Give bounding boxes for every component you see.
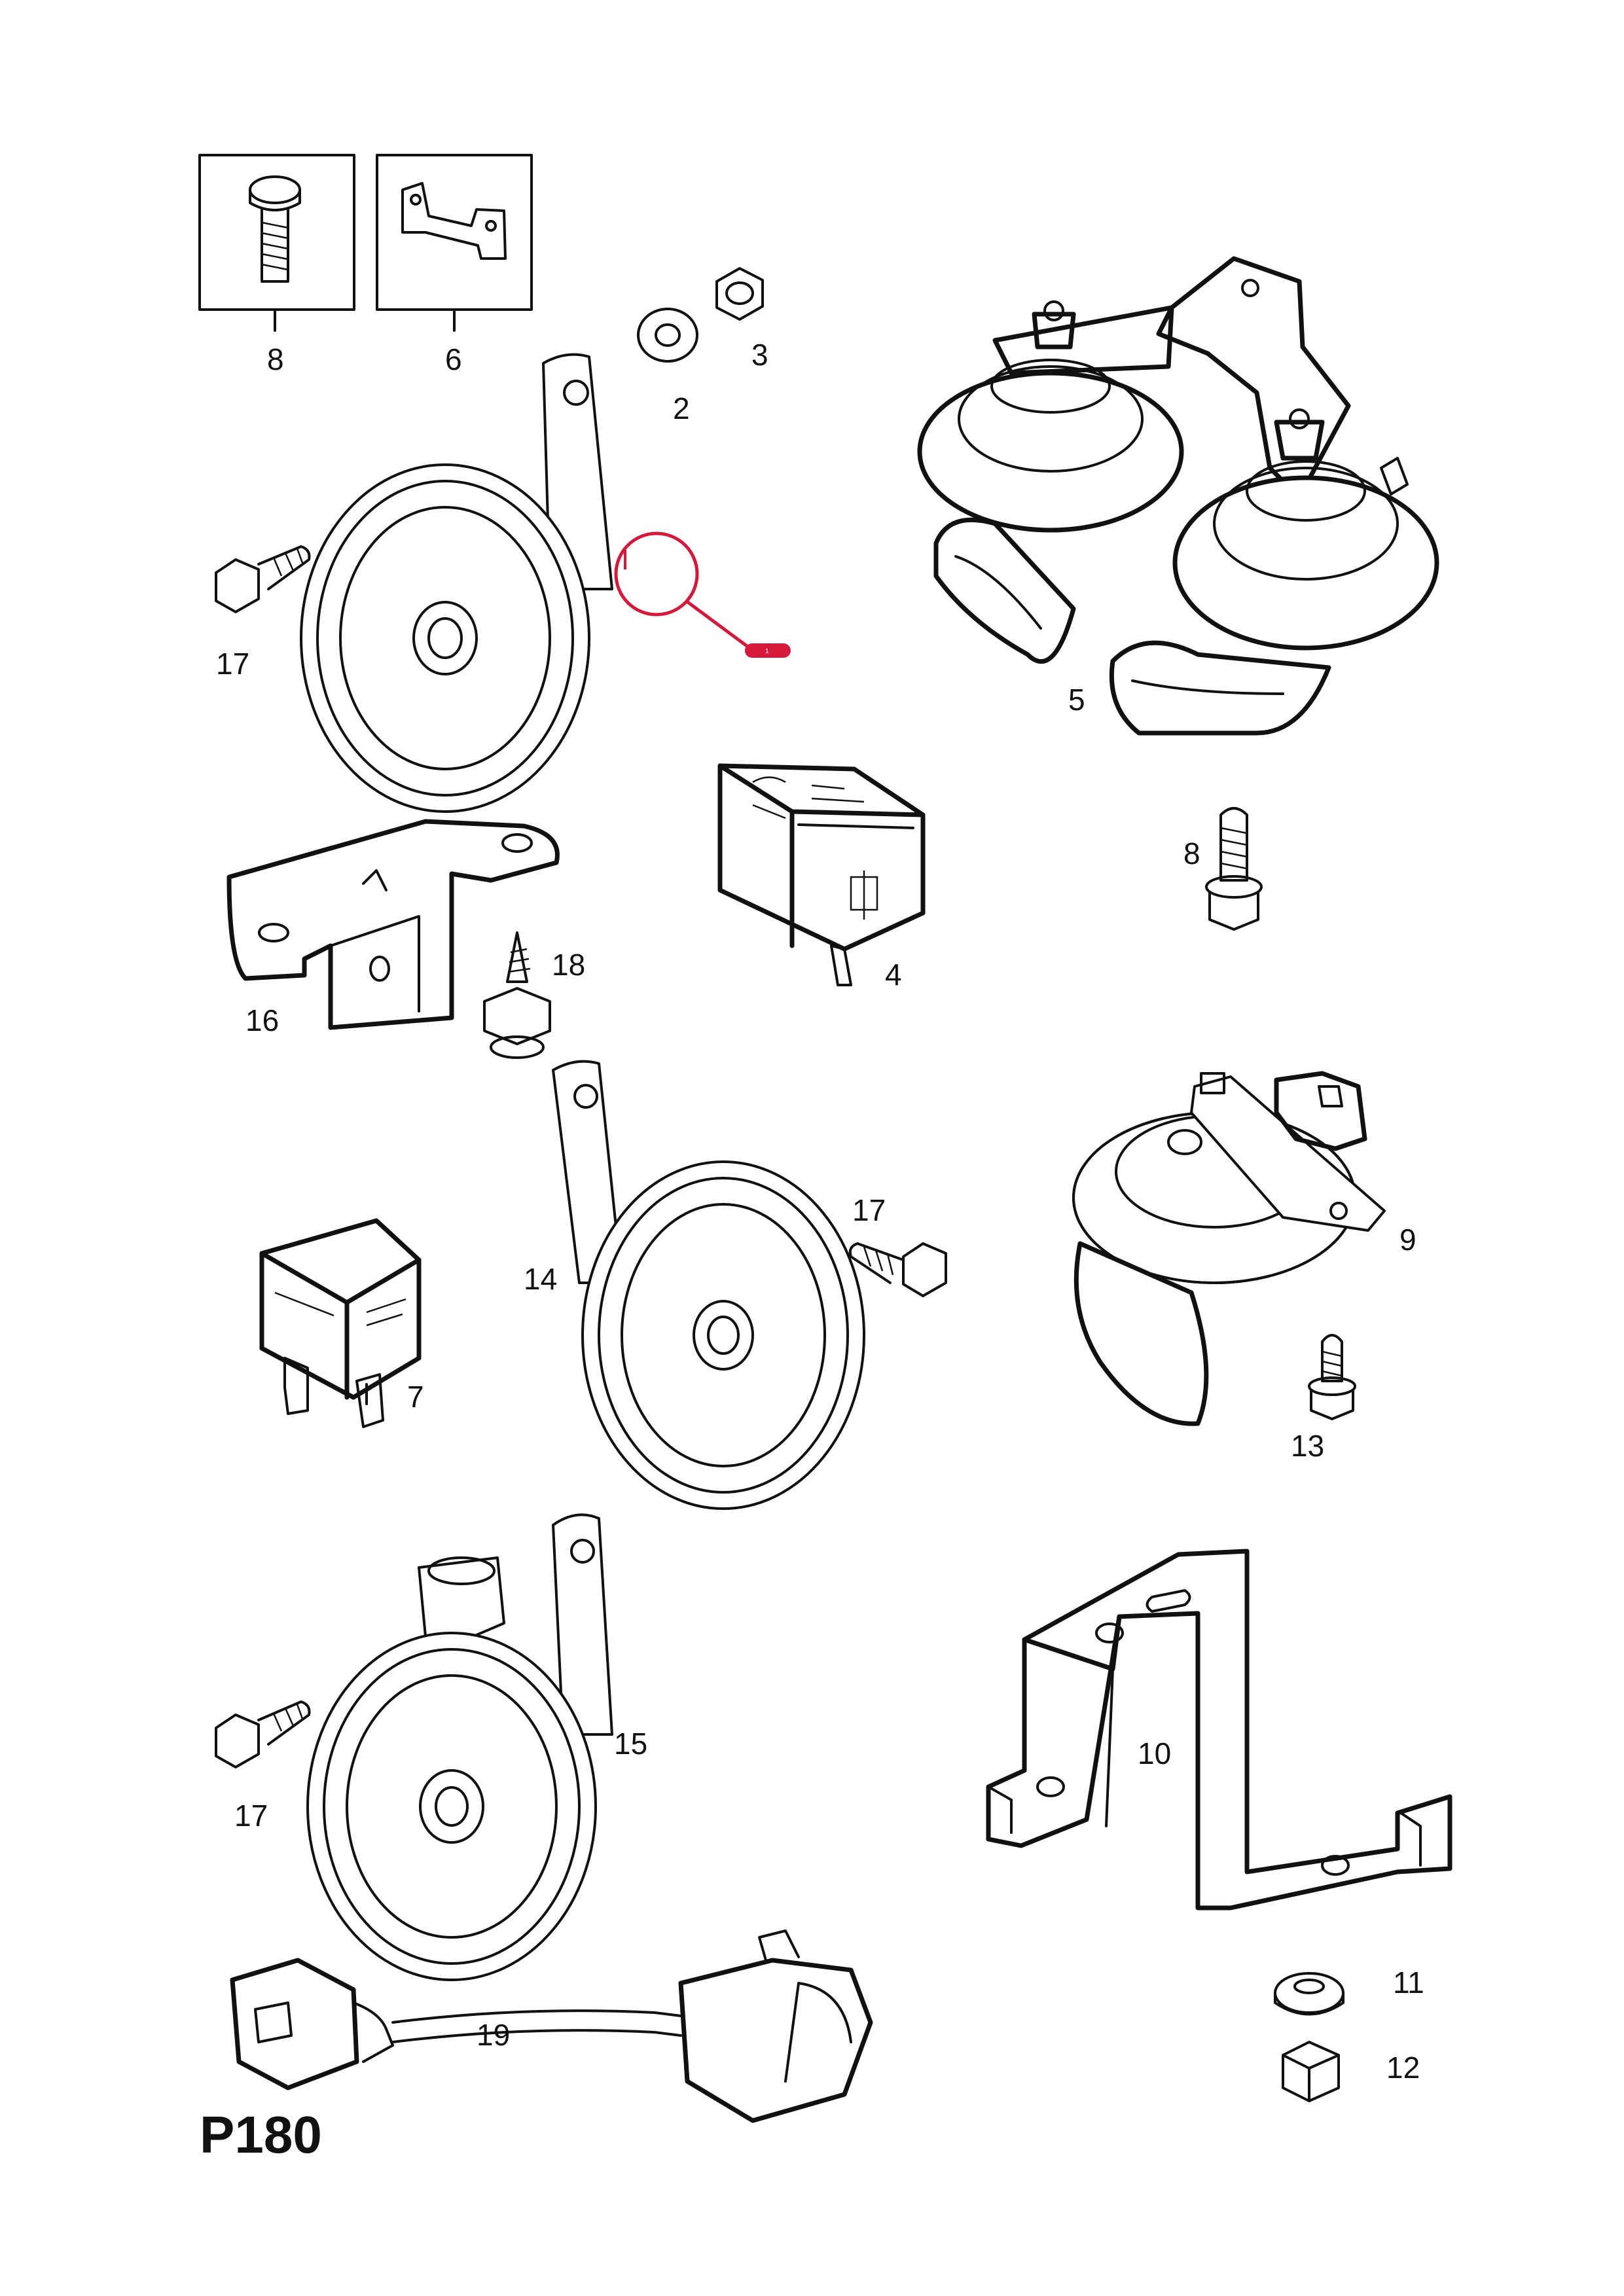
callout-label-13: 13	[1291, 1429, 1324, 1463]
horn-part-14[interactable]	[552, 1060, 865, 1510]
horn-part-9[interactable]	[1072, 1071, 1386, 1426]
callout-label-1: 1	[765, 648, 769, 655]
callout-label-8-inset: 8	[267, 342, 284, 376]
bolt-part-17-middle[interactable]	[848, 1242, 947, 1297]
callout-label-17-bottom: 17	[234, 1799, 268, 1833]
inset-box-part-6[interactable]	[376, 154, 533, 332]
page-code: P180	[200, 2106, 322, 2164]
nut-part-3[interactable]	[715, 267, 764, 321]
twin-horn-part-5[interactable]	[917, 256, 1439, 736]
washer-part-2[interactable]	[637, 308, 698, 363]
callout-label-10: 10	[1138, 1736, 1171, 1770]
callout-label-11: 11	[1393, 1965, 1424, 2000]
callout-label-5: 5	[1068, 683, 1085, 717]
callout-label-18: 18	[552, 948, 585, 982]
bracket-part-10[interactable]	[986, 1549, 1453, 1910]
callout-label-6-inset: 6	[445, 342, 462, 376]
bolt-part-17-top[interactable]	[215, 545, 311, 613]
horn-part-1[interactable]	[300, 353, 613, 813]
callout-label-19: 19	[477, 2018, 510, 2052]
callout-label-2: 2	[673, 391, 690, 425]
callout-label-4: 4	[885, 958, 902, 992]
callout-label-17-top: 17	[216, 647, 249, 681]
callout-label-16: 16	[245, 1003, 279, 1037]
harness-part-19[interactable]	[230, 1929, 873, 2123]
bolt-part-13[interactable]	[1308, 1334, 1356, 1420]
bolt-part-8-right[interactable]	[1205, 807, 1263, 931]
horn-part-15[interactable]	[306, 1513, 613, 1981]
bracket-icon	[401, 182, 507, 260]
callout-label-8-right: 8	[1183, 836, 1200, 870]
screw-part-18[interactable]	[483, 931, 551, 1059]
relay-part-7[interactable]	[259, 1218, 422, 1428]
bracket-part-16[interactable]	[226, 819, 560, 1030]
callout-label-12: 12	[1386, 2051, 1420, 2085]
inset-box-part-8[interactable]	[198, 154, 355, 332]
callout-label-15: 15	[614, 1727, 647, 1761]
washer-part-11[interactable]	[1274, 1972, 1344, 2016]
callout-label-14: 14	[524, 1262, 557, 1296]
callout-hotspot-1[interactable]: 1	[614, 531, 791, 658]
callout-label-7: 7	[407, 1380, 424, 1414]
callout-label-9: 9	[1399, 1223, 1416, 1257]
nut-part-12[interactable]	[1282, 2041, 1340, 2102]
relay-part-4[interactable]	[717, 763, 926, 986]
callout-label-3: 3	[751, 338, 768, 372]
bolt-part-17-bottom[interactable]	[215, 1700, 311, 1768]
callout-label-17-middle: 17	[852, 1193, 886, 1227]
bolt-icon	[249, 175, 301, 283]
